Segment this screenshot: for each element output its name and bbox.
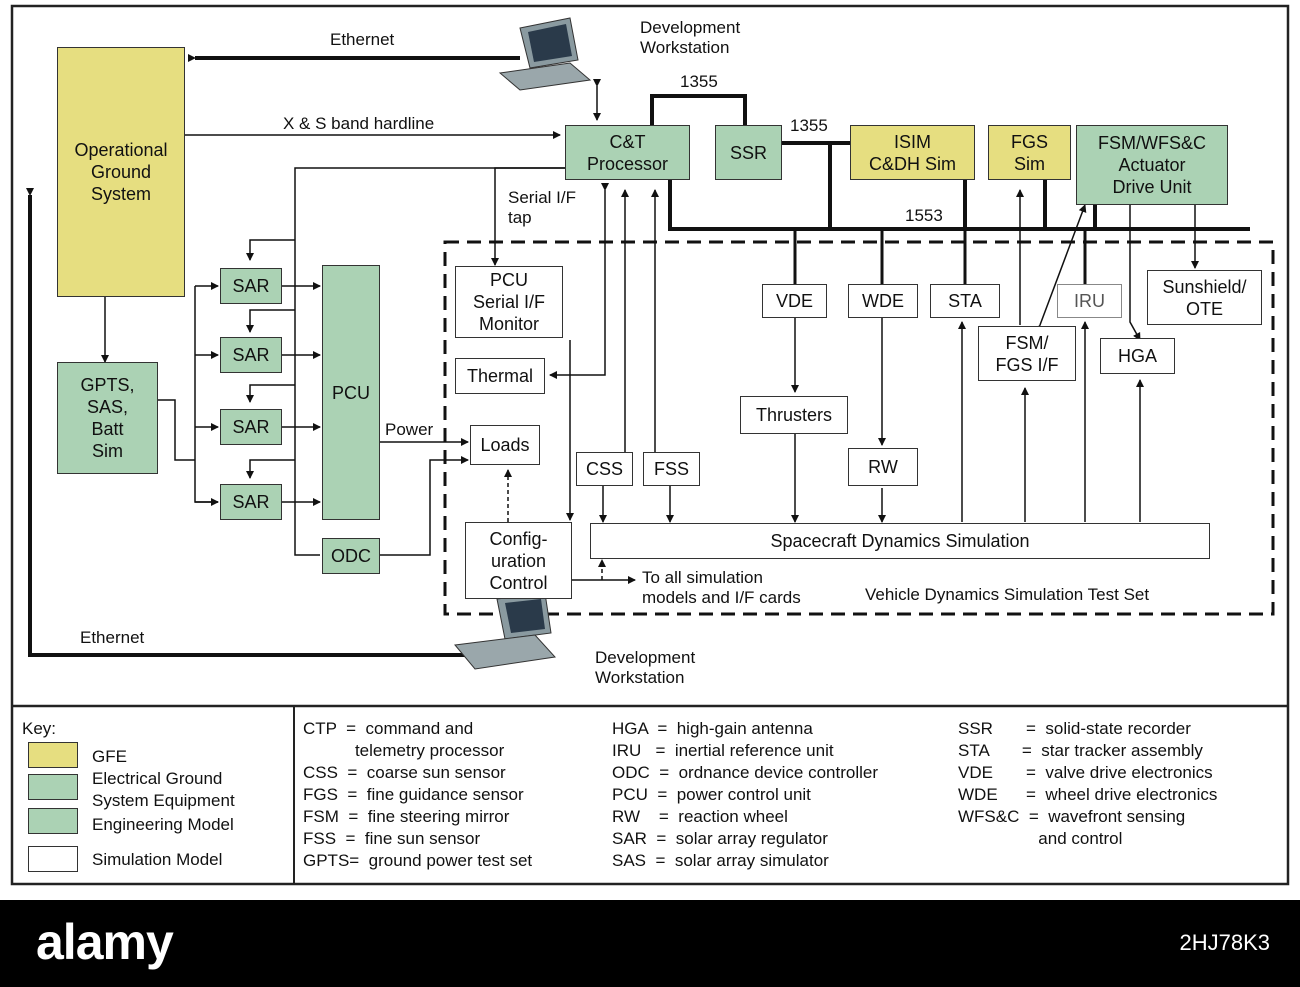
- sar-box-4: SAR: [220, 484, 282, 520]
- ct-processor-box: C&T Processor: [565, 125, 690, 180]
- diagram-frame: Operational Ground System C&T Processor …: [10, 4, 1290, 886]
- bus-1553-label: 1553: [905, 206, 943, 225]
- sar-box-3: SAR: [220, 409, 282, 445]
- abbrev-column-3: SSR = solid-state recorder STA = star tr…: [958, 719, 1218, 848]
- vde-box: VDE: [762, 284, 827, 318]
- stock-id-label: 2HJ78K3: [1179, 930, 1270, 955]
- odc-label: ODC: [331, 546, 371, 566]
- thermal-box: Thermal: [455, 358, 545, 394]
- gpts-label: GPTS, SAS, Batt Sim: [80, 375, 135, 461]
- sar-label: SAR: [232, 492, 270, 512]
- loads-box: Loads: [470, 425, 540, 465]
- serial-tap-label: Serial I/F tap: [508, 188, 577, 227]
- fss-box: FSS: [643, 452, 700, 486]
- isim-box: ISIM C&DH Sim: [850, 125, 975, 180]
- sar-label: SAR: [232, 417, 270, 437]
- loads-label: Loads: [480, 435, 530, 455]
- diagram-lines: [10, 4, 1290, 886]
- ssr-label: SSR: [729, 142, 767, 163]
- css-box: CSS: [576, 452, 633, 486]
- outer-border: [10, 4, 1290, 886]
- hga-label: HGA: [1117, 346, 1157, 366]
- fgs-sim-label: FGS Sim: [1010, 131, 1048, 174]
- odc-box: ODC: [322, 538, 380, 574]
- dev-workstation-bottom-label: Development Workstation: [595, 648, 696, 687]
- sds-label: Spacecraft Dynamics Simulation: [770, 531, 1030, 551]
- sar-box-1: SAR: [220, 268, 282, 304]
- xs-band-label: X & S band hardline: [283, 114, 435, 133]
- key-label-sim: Simulation Model: [92, 850, 223, 869]
- operational-ground-system-box: Operational Ground System: [57, 47, 185, 297]
- key-title: Key:: [22, 719, 57, 738]
- sunshield-ote-box: Sunshield/ OTE: [1147, 270, 1262, 325]
- gpts-box: GPTS, SAS, Batt Sim: [57, 362, 158, 474]
- actuator-drive-unit-box: FSM/WFS&C Actuator Drive Unit: [1076, 125, 1228, 205]
- dev-workstation-top-label: Development Workstation: [640, 18, 741, 57]
- sar-box-2: SAR: [220, 337, 282, 373]
- adu-label: FSM/WFS&C Actuator Drive Unit: [1098, 133, 1206, 197]
- key-label-gfe: GFE: [92, 747, 127, 766]
- ethernet-top-label: Ethernet: [330, 30, 395, 49]
- sar-label: SAR: [232, 345, 270, 365]
- key-swatch-sim: [28, 846, 78, 872]
- hga-box: HGA: [1100, 338, 1175, 374]
- pcu-box: PCU: [322, 265, 380, 520]
- fsm-fgs-label: FSM/ FGS I/F: [995, 332, 1059, 375]
- configuration-control-box: Config- uration Control: [465, 522, 572, 599]
- power-label: Power: [385, 420, 434, 439]
- thrusters-box: Thrusters: [740, 396, 848, 434]
- rw-label: RW: [868, 457, 898, 477]
- abbrev-column-1: CTP = command and telemetry processor CS…: [303, 719, 533, 870]
- pcu-monitor-label: PCU Serial I/F Monitor: [472, 270, 546, 334]
- css-label: CSS: [585, 459, 623, 479]
- vdsts-boundary: [443, 240, 1275, 616]
- key-label-em: Engineering Model: [92, 815, 234, 834]
- fss-label: FSS: [653, 459, 689, 479]
- vdsts-label: Vehicle Dynamics Simulation Test Set: [865, 585, 1150, 604]
- key-label-egse: Electrical Ground System Equipment: [92, 769, 235, 810]
- sar-label: SAR: [232, 276, 270, 296]
- iru-box: IRU: [1057, 284, 1122, 318]
- config-label: Config- uration Control: [489, 528, 548, 593]
- iru-label: IRU: [1074, 291, 1105, 311]
- sta-box: STA: [930, 284, 1000, 318]
- spacecraft-dynamics-simulation-box: Spacecraft Dynamics Simulation: [590, 523, 1210, 559]
- key-swatch-em: [28, 808, 78, 834]
- bus-1355-a-label: 1355: [680, 72, 718, 91]
- isim-label: ISIM C&DH Sim: [868, 131, 956, 174]
- sunshield-label: Sunshield/ OTE: [1162, 276, 1247, 319]
- thermal-label: Thermal: [466, 366, 533, 386]
- bus-1355-b-label: 1355: [790, 116, 828, 135]
- wde-label: WDE: [862, 291, 904, 311]
- ctp-label: C&T Processor: [586, 131, 669, 174]
- pcu-label: PCU: [331, 382, 370, 403]
- fsm-fgs-if-box: FSM/ FGS I/F: [978, 326, 1076, 381]
- wde-box: WDE: [848, 284, 918, 318]
- workstation-bottom-icon: [454, 592, 556, 670]
- to-all-simulation-label: To all simulation models and I/F cards: [642, 568, 801, 607]
- ethernet-bottom-label: Ethernet: [80, 628, 145, 647]
- fgs-sim-box: FGS Sim: [988, 125, 1071, 180]
- ogs-label: Operational Ground System: [74, 140, 168, 204]
- pcu-serial-monitor-box: PCU Serial I/F Monitor: [455, 266, 563, 338]
- alamy-logo: alamy: [36, 914, 174, 970]
- sta-label: STA: [948, 291, 982, 311]
- thrusters-label: Thrusters: [755, 405, 833, 425]
- vde-label: VDE: [775, 291, 813, 311]
- abbrev-column-2: HGA = high-gain antenna IRU = inertial r…: [612, 719, 878, 870]
- rw-box: RW: [848, 448, 918, 486]
- workstation-top-icon: [498, 17, 592, 91]
- ssr-box: SSR: [715, 125, 782, 180]
- key-swatch-egse: [28, 774, 78, 800]
- watermark-band: [0, 900, 1300, 987]
- key-swatch-gfe: [28, 742, 78, 768]
